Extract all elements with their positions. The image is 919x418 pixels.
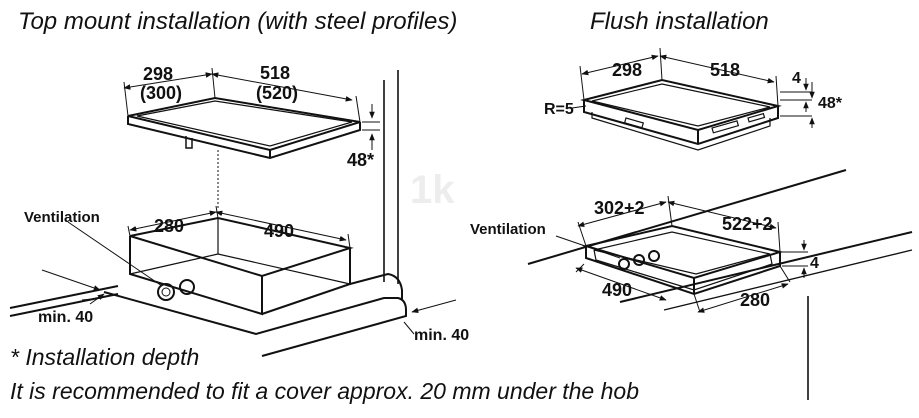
top-mount-title: Top mount installation (with steel profi… xyxy=(18,8,458,35)
top-width-depth-alt-label: (300) xyxy=(140,83,182,103)
top-depth-label: 48* xyxy=(347,150,374,170)
flush-cutout-dimensions xyxy=(555,195,808,313)
top-min-back-label: min. 40 xyxy=(414,327,469,344)
top-cutout-depth-label: 280 xyxy=(154,216,184,236)
top-width-depth-label: 298 xyxy=(143,64,173,84)
top-width-length-alt-label: (520) xyxy=(256,83,298,103)
top-min-front-label: min. 40 xyxy=(38,309,93,326)
flush-radius-label: R=5 xyxy=(544,101,574,118)
top-width-length-label: 518 xyxy=(260,63,290,83)
flush-ventilation-label: Ventilation xyxy=(470,221,546,238)
flush-depth-label: 298 xyxy=(612,60,642,80)
flush-inner-depth-label: 280 xyxy=(740,290,770,310)
flush-cut-length-label: 522+2 xyxy=(722,214,773,234)
flush-inner-length-label: 490 xyxy=(602,280,632,300)
flush-title: Flush installation xyxy=(590,8,769,35)
flush-step-label: 4 xyxy=(792,70,801,87)
top-mount-cutout-dimensions xyxy=(41,205,457,335)
top-mount-dimension-lines xyxy=(123,67,380,208)
installation-depth-note: * Installation depth xyxy=(10,344,200,370)
top-mount-hob xyxy=(127,96,361,160)
watermark: 1k xyxy=(410,168,455,212)
flush-hob-dimensions xyxy=(571,47,815,128)
flush-total-label: 48* xyxy=(818,95,843,112)
flush-worktop xyxy=(527,169,913,400)
top-ventilation-label: Ventilation xyxy=(24,209,100,226)
flush-length-label: 518 xyxy=(710,60,740,80)
flush-hob xyxy=(580,78,782,151)
cover-recommendation-note: It is recommended to fit a cover approx.… xyxy=(10,378,639,404)
top-cutout-length-label: 490 xyxy=(264,221,294,241)
flush-cut-depth-label: 302+2 xyxy=(594,198,645,218)
flush-inner-step-label: 4 xyxy=(810,255,819,272)
